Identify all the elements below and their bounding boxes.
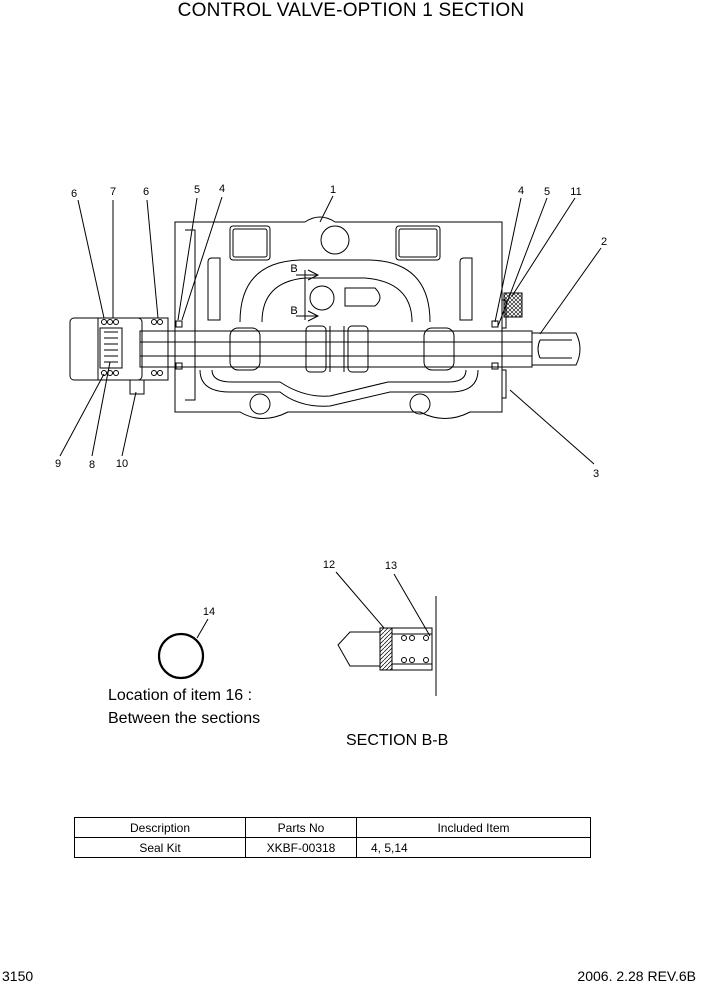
callout-10: 10 [116, 458, 128, 470]
header-parts-no: Parts No [245, 817, 357, 838]
callout-1: 1 [330, 184, 336, 196]
callout-14: 14 [203, 606, 215, 618]
valve-body [174, 216, 503, 419]
port-right [395, 225, 441, 261]
callout-12: 12 [323, 559, 335, 571]
callout-2: 2 [601, 236, 607, 248]
callout-13: 13 [385, 560, 397, 572]
check-poppet [337, 631, 381, 667]
note-line-1: Location of item 16 : [108, 687, 253, 704]
spool-end [532, 332, 581, 366]
callout-7: 7 [110, 186, 116, 198]
section-label: SECTION B-B [346, 732, 449, 749]
callout-11: 11 [570, 186, 581, 198]
parts-table: Description Parts No Included Item Seal … [74, 817, 591, 858]
page-title: CONTROL VALVE-OPTION 1 SECTION [177, 0, 525, 21]
callout-3: 3 [593, 468, 599, 480]
callout-4b: 4 [518, 185, 524, 197]
callout-4a: 4 [219, 183, 225, 195]
callout-6b: 6 [143, 186, 149, 198]
callout-6a: 6 [71, 188, 77, 200]
o-ring-14 [157, 632, 205, 680]
location-note: Location of item 16 : Between the sectio… [108, 684, 260, 730]
wiper [503, 292, 523, 318]
callout-8: 8 [89, 459, 95, 471]
callout-9: 9 [55, 458, 61, 470]
spring-cap [69, 317, 143, 381]
inner-passage [239, 259, 431, 323]
bolt-hole-top [320, 225, 350, 255]
note-line-2: Between the sections [108, 710, 261, 727]
spool [139, 330, 533, 368]
section-mark-bottom: B [290, 305, 297, 317]
cell-included-item: 4, 5,14 [356, 837, 591, 858]
page-number: 3150 [2, 968, 34, 984]
cell-parts-no: XKBF-00318 [245, 837, 357, 858]
port-left [229, 225, 271, 261]
callout-5a: 5 [194, 184, 200, 196]
section-mark-top: B [290, 263, 297, 275]
table-header-row: Description Parts No Included Item [74, 817, 591, 838]
header-description: Description [74, 817, 246, 838]
table-row: Seal Kit XKBF-00318 4, 5,14 [74, 837, 591, 858]
header-included-item: Included Item [356, 817, 591, 838]
cell-description: Seal Kit [74, 837, 246, 858]
revision-date: 2006. 2.28 REV.6B [577, 968, 696, 984]
callout-5b: 5 [544, 186, 550, 198]
